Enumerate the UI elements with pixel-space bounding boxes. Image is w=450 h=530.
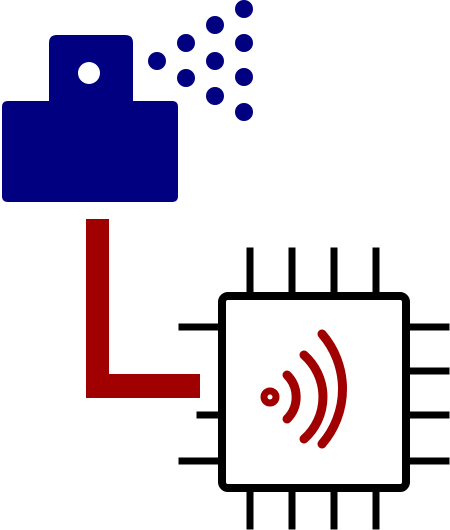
signal-wave-large [317, 329, 348, 449]
spray-droplet [206, 52, 224, 70]
signal-wave-medium [299, 350, 328, 444]
signal-source-dot [260, 387, 280, 407]
spray-droplet [235, 103, 253, 121]
spray-droplet [177, 69, 195, 87]
spray-droplet [235, 34, 253, 52]
microchip-icon [178, 247, 450, 530]
spray-droplet [206, 16, 224, 34]
wireless-signal-icon [260, 329, 348, 449]
signal-wave-small [282, 370, 301, 424]
chip-body [218, 292, 410, 492]
spray-droplet [206, 87, 224, 105]
connector-vertical [86, 219, 200, 398]
spray-droplet [148, 52, 166, 70]
spray-droplet [235, 68, 253, 86]
connector-line [86, 219, 200, 398]
spray-droplets-icon [148, 0, 253, 121]
spray-droplet [235, 0, 253, 18]
sprayer-icon [2, 35, 178, 202]
spray-droplet [177, 34, 195, 52]
sprayer-body [2, 101, 178, 202]
sprayer-hole [78, 62, 100, 84]
chip-pins [178, 247, 450, 530]
